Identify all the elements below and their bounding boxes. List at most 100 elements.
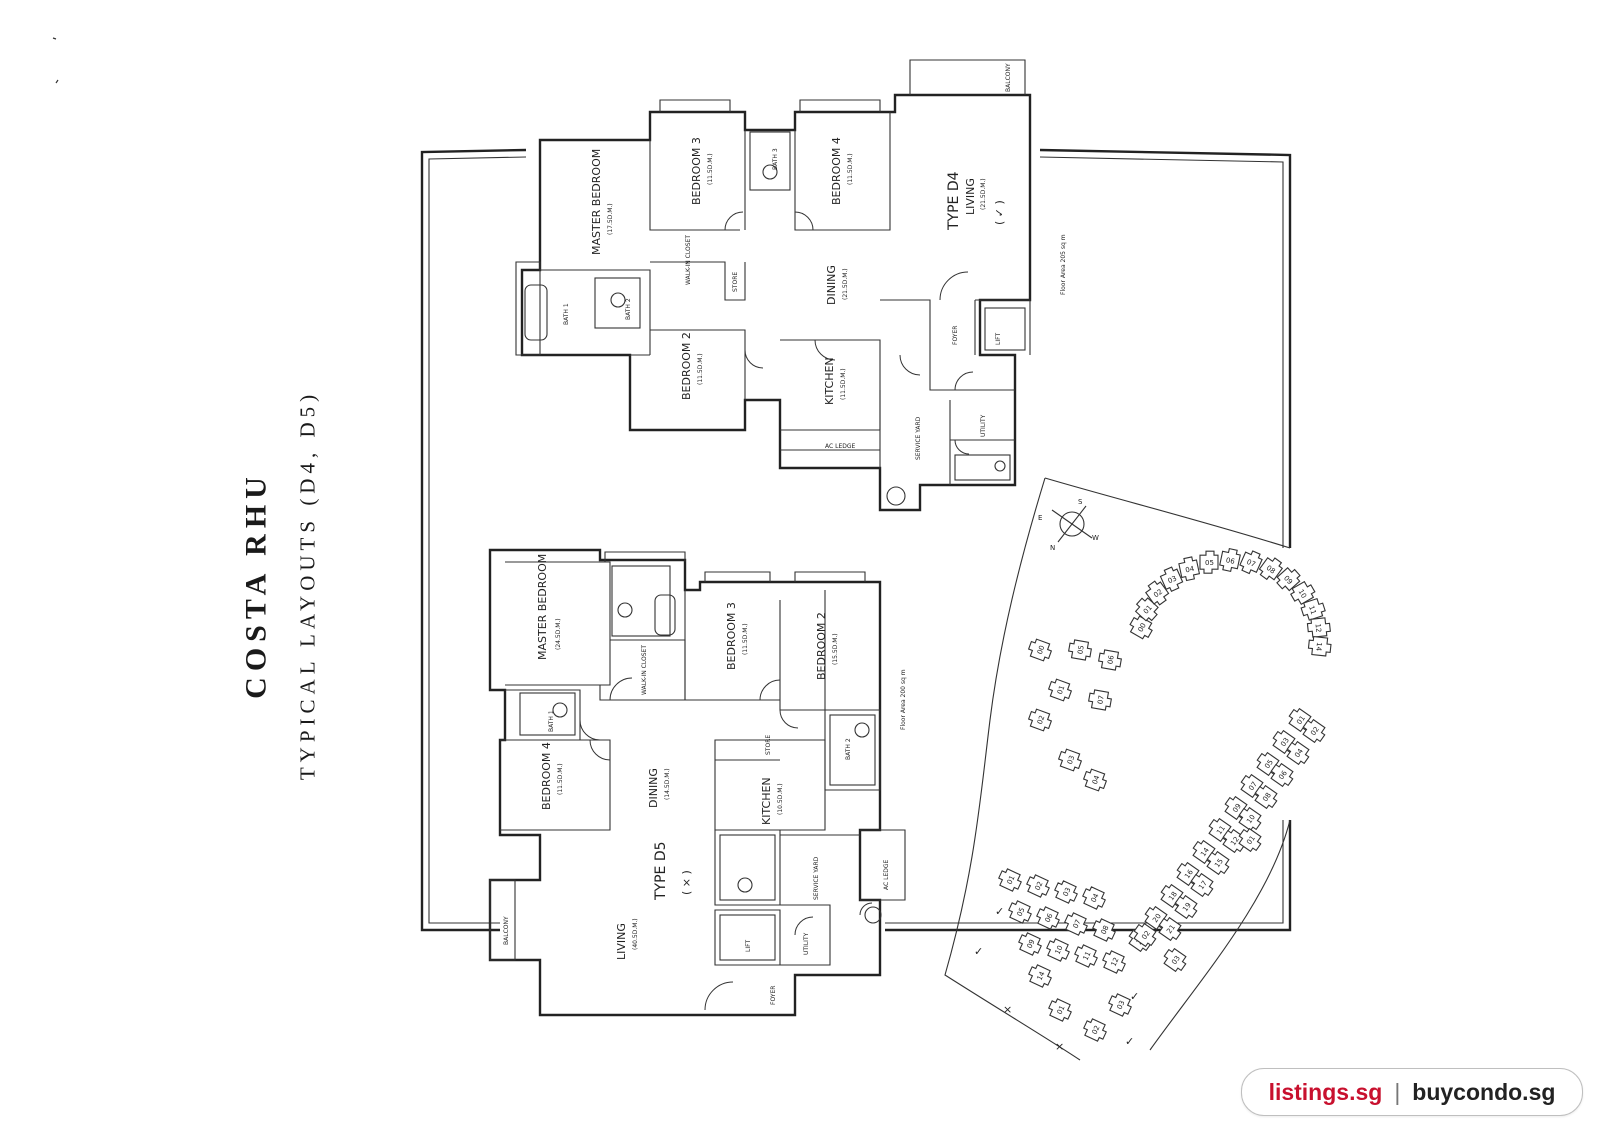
site-block-number: 07 — [1247, 780, 1259, 792]
plan-type-d4: MASTER BEDROOM (17.5D.M.) BEDROOM 3 (11.… — [515, 59, 1067, 512]
site-block-number: 03 — [1279, 736, 1291, 748]
site-block: 14 — [1028, 964, 1052, 988]
d4-master-bedroom-size: (17.5D.M.) — [607, 203, 614, 235]
site-tick-mark: ✓ — [1130, 990, 1139, 1003]
page-subtitle: TYPICAL LAYOUTS (D4, D5) — [295, 389, 320, 781]
site-block: 04 — [1178, 556, 1201, 582]
site-block-number: 12 — [1314, 623, 1323, 633]
site-block-number: 04 — [1293, 747, 1305, 759]
site-block: 08 — [1258, 556, 1284, 581]
d4-dining-label: DINING — [825, 265, 838, 305]
site-block-number: 09 — [1026, 938, 1037, 949]
site-block-number: 08 — [1100, 924, 1111, 935]
site-block-number: 12 — [1110, 956, 1121, 967]
d4-living-size: (21.5D.M.) — [980, 178, 987, 210]
site-block-number: 18 — [1167, 890, 1179, 902]
site-block: 07 — [1088, 689, 1112, 711]
d4-dining-size: (21.5D.M.) — [842, 268, 849, 300]
d4-bedroom-2-size: (11.5D.M.) — [697, 353, 704, 385]
site-block-number: 03 — [1116, 999, 1127, 1010]
site-block: 10 — [1046, 938, 1070, 962]
site-block-number: 20 — [1151, 912, 1163, 924]
d4-utility-label: UTILITY — [980, 414, 987, 437]
d4-floor-area: Floor Area 205 sq m — [1060, 234, 1067, 295]
site-block-number: 01 — [1056, 1004, 1067, 1015]
d5-lift-label: LIFT — [745, 940, 752, 952]
site-block: 12 — [1102, 950, 1126, 974]
site-block: 06 — [1219, 547, 1241, 573]
site-block: 09 — [1018, 932, 1042, 956]
d4-bedroom-4-label: BEDROOM 4 — [830, 137, 843, 205]
d4-balcony-label: BALCONY — [1005, 63, 1012, 92]
d5-bedroom-4-size: (11.5D.M.) — [557, 763, 564, 795]
site-block: 03 — [1057, 748, 1083, 772]
site-block-number: 05 — [1263, 758, 1275, 770]
site-block-number: 08 — [1261, 791, 1273, 803]
site-block-number: 19 — [1181, 901, 1193, 913]
site-block-number: 05 — [1016, 906, 1027, 917]
site-block: 08 — [1254, 784, 1278, 810]
site-block-number: 10 — [1245, 813, 1257, 825]
watermark-brand-a: listings.sg — [1268, 1078, 1383, 1105]
site-cross-mark: × — [1003, 1003, 1012, 1016]
site-block-number: 11 — [1307, 605, 1317, 616]
d5-kitchen-size: (10.5D.M.) — [777, 783, 784, 815]
d4-bath-1-label: BATH 1 — [563, 303, 570, 325]
site-block: 07 — [1239, 550, 1263, 575]
d5-master-bedroom-label: MASTER BEDROOM — [536, 554, 549, 660]
site-block: 01 — [1238, 827, 1262, 853]
site-block-number: 12 — [1229, 835, 1241, 847]
site-block: 11 — [1300, 597, 1326, 621]
compass-s: S — [1078, 498, 1083, 506]
site-block-number: 03 — [1167, 574, 1178, 585]
d5-bedroom-3-label: BEDROOM 3 — [725, 602, 738, 670]
site-block-number: 14 — [1199, 846, 1211, 858]
site-block: 19 — [1174, 894, 1198, 920]
site-block-number: 01 — [1245, 834, 1257, 846]
site-block-number: 09 — [1231, 802, 1243, 814]
watermark-brand-b: buycondo.sg — [1412, 1078, 1556, 1105]
d5-type-label: TYPE D5 — [653, 841, 669, 901]
d4-master-bedroom-label: MASTER BEDROOM — [590, 149, 603, 255]
site-block-number: 06 — [1044, 912, 1055, 924]
site-block-number: 00 — [1036, 644, 1047, 655]
site-block: 21 — [1158, 916, 1182, 942]
site-block-number: 02 — [1140, 929, 1152, 941]
d4-lift-label: LIFT — [995, 333, 1002, 345]
site-block: 01 — [998, 868, 1022, 892]
d5-walk-in-closet-label: WALK-IN CLOSET — [641, 645, 648, 695]
d4-bath-2-label: BATH 2 — [625, 298, 632, 320]
scan-speck — [52, 37, 59, 84]
d5-living-label: LIVING — [615, 923, 628, 960]
site-block-number: 01 — [1295, 714, 1307, 726]
site-block: 03 — [1159, 566, 1184, 592]
site-block-number: 07 — [1096, 695, 1105, 705]
compass-icon: N S E W — [1038, 498, 1099, 552]
site-block-number: 05 — [1076, 645, 1085, 655]
site-block: 02 — [1083, 1018, 1107, 1042]
site-block: 07 — [1064, 912, 1088, 936]
site-block: 06 — [1098, 649, 1122, 671]
site-block-number: 16 — [1183, 868, 1195, 880]
site-block: 05 — [1008, 900, 1032, 924]
site-block: 12 — [1306, 617, 1331, 638]
site-block: 04 — [1286, 740, 1310, 766]
site-block-number: 09 — [1282, 574, 1294, 586]
site-block: 03 — [1054, 880, 1078, 904]
compass-e: E — [1038, 514, 1042, 522]
site-outline — [420, 148, 1292, 932]
d5-yard-label: SERVICE YARD — [813, 856, 820, 900]
site-block-number: 01 — [1142, 604, 1154, 616]
d5-bath-1-label: BATH 1 — [548, 710, 555, 732]
d5-floor-area: Floor Area 200 sq m — [900, 669, 907, 730]
d4-bath-3-label: BATH 3 — [772, 148, 779, 170]
d4-ac-ledge-label: AC LEDGE — [825, 443, 855, 450]
plan-type-d5: MASTER BEDROOM (24.5D.M.) BEDROOM 3 (11.… — [488, 548, 907, 1017]
site-block: 14 — [1307, 635, 1332, 657]
site-cross-mark: × — [1055, 1040, 1064, 1053]
site-block-number: 04 — [1185, 565, 1196, 575]
site-block-number: 10 — [1296, 588, 1307, 600]
site-block-number: 02 — [1152, 588, 1164, 600]
